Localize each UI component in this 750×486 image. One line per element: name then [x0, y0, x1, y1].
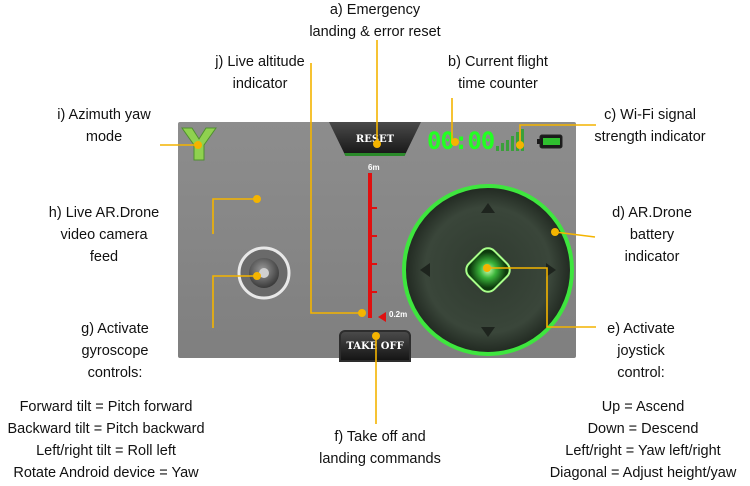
gyro-notes: Forward tilt = Pitch forward Backward ti… [7, 399, 205, 481]
flight-timer: 00:00 [427, 127, 495, 155]
joystick-notes: Up = Ascend Down = Descend Left/right = … [549, 399, 737, 481]
altitude-bottom-label: 0.2m [389, 310, 408, 319]
drone-app-screen [178, 122, 576, 358]
takeoff-button[interactable]: TAKE OFF [339, 330, 411, 362]
altitude-top-label: 6m [368, 163, 380, 172]
